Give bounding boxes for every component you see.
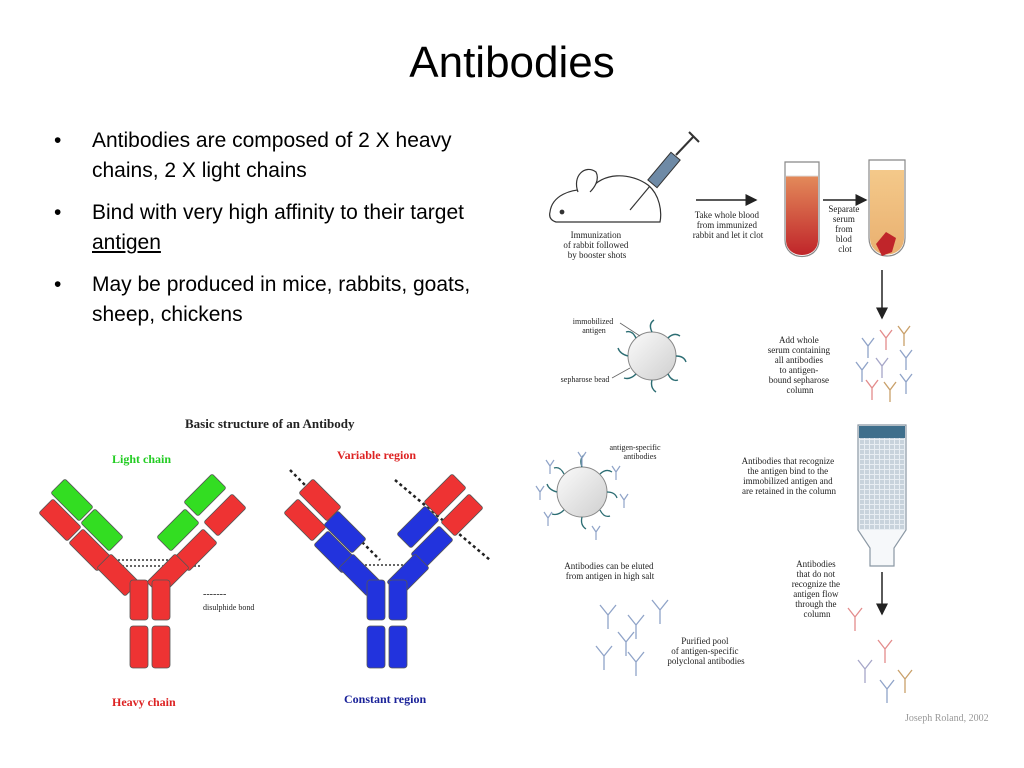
bullet-icon: • bbox=[54, 201, 62, 224]
bullet-icon: • bbox=[54, 273, 62, 296]
disulphide-legend: ------- bbox=[203, 589, 226, 600]
disulphide-label: disulphide bond bbox=[203, 603, 254, 612]
antibody-left bbox=[39, 474, 246, 669]
eluted-text: Antibodies can be eluted from antigen in… bbox=[564, 561, 655, 581]
immobilized-antigen-text: immobilized antigen bbox=[573, 317, 615, 335]
syringe-icon bbox=[629, 131, 700, 211]
immunization-text: Immunization of rabbit followed by boost… bbox=[563, 230, 630, 260]
add-serum-text: Add whole serum containing all antibodie… bbox=[768, 335, 833, 395]
sepharose-bead-icon bbox=[617, 319, 687, 393]
antibody-diagram-title: Basic structure of an Antibody bbox=[185, 416, 355, 431]
rabbit-icon bbox=[549, 168, 662, 223]
purified-text: Purified pool of antigen-specific polycl… bbox=[667, 636, 745, 666]
antibody-right bbox=[284, 469, 491, 669]
bullet-item: • Antibodies are composed of 2 X heavy ch… bbox=[50, 126, 490, 186]
purified-antibodies-icon bbox=[595, 599, 669, 676]
constant-region-label: Constant region bbox=[344, 692, 426, 706]
antibody-bound-bead-icon bbox=[535, 451, 629, 540]
credit-text: Joseph Roland, 2002 bbox=[905, 713, 989, 724]
antigen-link[interactable]: antigen bbox=[92, 231, 161, 254]
take-blood-text: Take whole blood from immunized rabbit a… bbox=[693, 210, 764, 240]
blood-tube-icon bbox=[784, 161, 820, 257]
sepharose-bead-text: sepharose bead bbox=[561, 375, 610, 384]
bullet-item: • May be produced in mice, rabbits, goats… bbox=[50, 270, 490, 330]
separate-text: Separate serum from blod clot bbox=[828, 204, 861, 254]
bullet-text: Antibodies are composed of 2 X heavy cha… bbox=[92, 129, 452, 182]
serum-tube-icon bbox=[868, 159, 906, 257]
bullet-item: • Bind with very high affinity to their t… bbox=[50, 198, 490, 258]
recognize-text: Antibodies that recognize the antigen bi… bbox=[742, 456, 837, 496]
antigen-specific-text: antigen-specific antibodies bbox=[609, 443, 662, 461]
antibody-cluster-icon bbox=[855, 325, 913, 402]
light-chain-label: Light chain bbox=[112, 452, 171, 466]
heavy-chain-label: Heavy chain bbox=[112, 695, 176, 709]
slide-title: Antibodies bbox=[409, 38, 615, 87]
bullet-icon: • bbox=[54, 129, 62, 152]
variable-region-label: Variable region bbox=[337, 448, 416, 462]
bullet-text: May be produced in mice, rabbits, goats,… bbox=[92, 273, 471, 326]
bullet-list: • Antibodies are composed of 2 X heavy ch… bbox=[50, 126, 490, 342]
sepharose-column-icon bbox=[857, 424, 907, 567]
bullet-text: Bind with very high affinity to their ta… bbox=[92, 201, 464, 224]
not-recognize-text: Antibodies that do not recognize the ant… bbox=[792, 559, 842, 619]
flow-through-antibodies-icon bbox=[847, 607, 913, 703]
